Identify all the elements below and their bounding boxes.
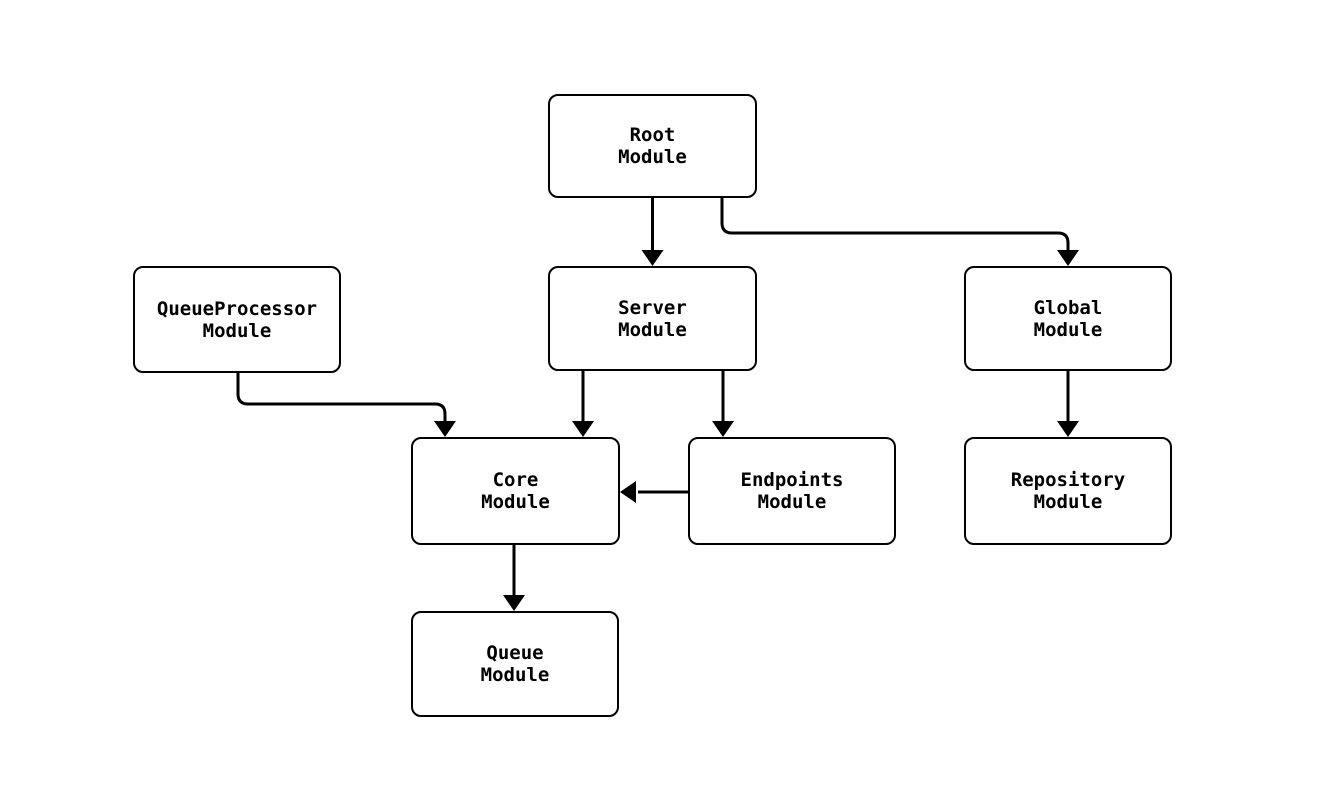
node-label-line: Module [481,491,550,513]
node-label-line: Module [618,146,687,168]
edge-server-to-endpoints [712,371,734,437]
node-core-module: Core Module [411,437,620,545]
edge-server-to-core [572,371,594,437]
node-label-line: Root [629,124,676,146]
node-label-line: Server [618,296,687,319]
edge-endpoints-to-core [620,481,688,503]
node-label-line: Module [1033,491,1103,513]
node-root-module: Root Module [548,94,757,198]
node-queue-module: Queue Module [411,611,619,717]
node-label-line: Queue [486,642,544,664]
node-label-line: Module [757,491,827,513]
node-global-module: Global Module [964,266,1172,371]
node-label-line: Global [1033,296,1103,319]
node-label-line: Module [618,318,687,341]
node-queueprocessor-module: QueueProcessor Module [133,266,341,373]
edge-core-to-queue [503,545,525,611]
edge-root-to-server [641,198,664,266]
node-repository-module: Repository Module [964,437,1172,545]
node-label-line: Repository [1010,469,1126,491]
edge-global-to-repository [1057,371,1079,437]
node-label-line: Module [1033,318,1103,341]
node-label-line: Core [492,469,539,491]
node-server-module: Server Module [548,266,757,371]
edge-queueprocessor-to-core [236,373,456,437]
node-label-line: Module [202,319,272,342]
node-label-line: Endpoints [740,469,844,491]
edge-root-to-global [720,198,1079,266]
node-label-line: QueueProcessor [156,297,318,320]
node-endpoints-module: Endpoints Module [688,437,896,545]
node-label-line: Module [480,664,550,686]
